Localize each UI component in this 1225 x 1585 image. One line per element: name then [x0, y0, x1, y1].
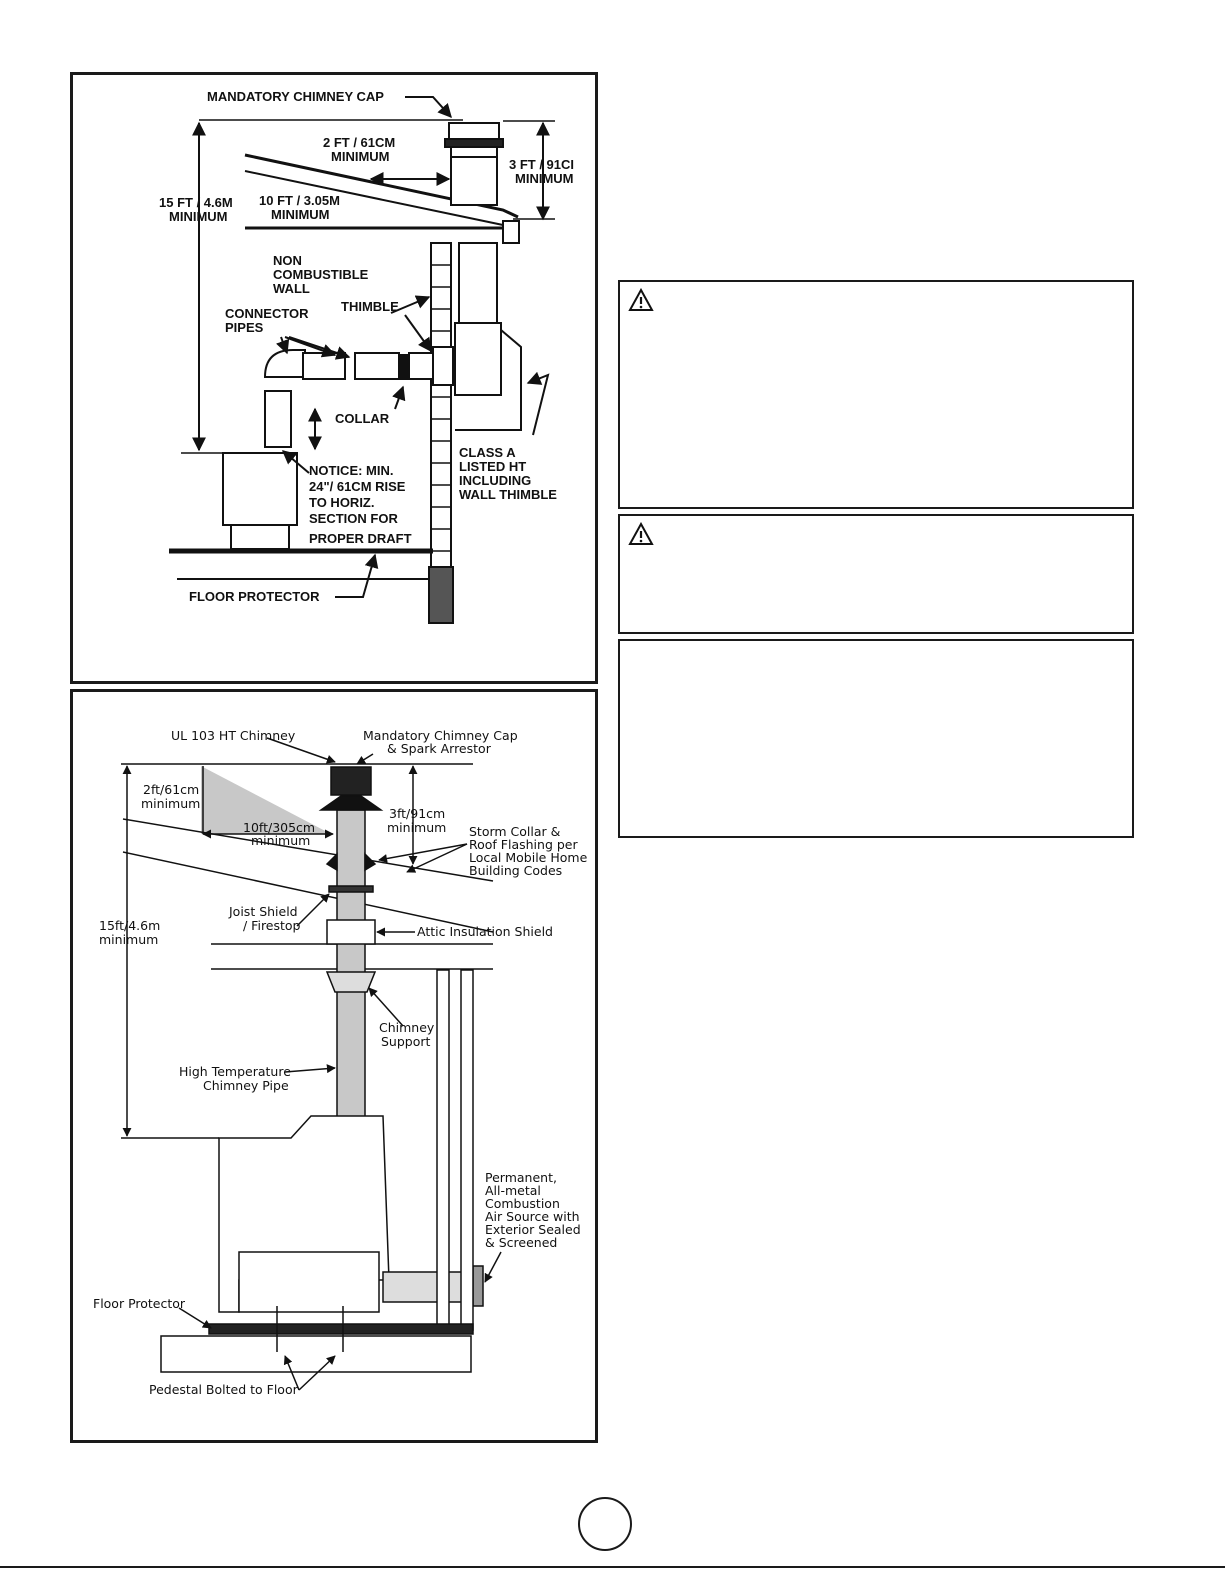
label-noncomb-b: COMBUSTIBLE	[273, 267, 369, 282]
label-3ft-b: minimum	[387, 820, 446, 835]
label-chimney-cap: MANDATORY CHIMNEY CAP	[207, 89, 384, 104]
label-noncomb-a: NON	[273, 253, 302, 268]
label-10ft-a: 10 FT / 3.05M	[259, 193, 340, 208]
label-ul-chimney: UL 103 HT Chimney	[171, 728, 296, 743]
label-15ft-a: 15ft/4.6m	[99, 918, 160, 933]
label-notice-e: PROPER DRAFT	[309, 531, 412, 546]
label-storm-c: Local Mobile Home	[469, 850, 588, 865]
label-notice-a: NOTICE: MIN.	[309, 463, 394, 478]
chimney-through-wall-diagram: MANDATORY CHIMNEY CAP 2 FT / 61CM MINIMU…	[70, 72, 598, 684]
label-3ft-a: 3ft/91cm	[389, 806, 445, 821]
label-2ft-a: 2ft/61cm	[143, 782, 199, 797]
label-10ft-b: MINIMUM	[271, 207, 330, 222]
label-class-b: LISTED HT	[459, 459, 526, 474]
label-noncomb-c: WALL	[273, 281, 310, 296]
label-air-a: Permanent,	[485, 1170, 557, 1185]
label-pedestal: Pedestal Bolted to Floor	[149, 1382, 299, 1397]
label-class-d: WALL THIMBLE	[459, 487, 557, 502]
label-15ft-b: minimum	[99, 932, 158, 947]
label-htpipe-b: Chimney Pipe	[203, 1078, 289, 1093]
label-cap-a: Mandatory Chimney Cap	[363, 728, 518, 743]
label-2ft-a: 2 FT / 61CM	[323, 135, 395, 150]
label-storm-b: Roof Flashing per	[469, 837, 578, 852]
label-air-d: Air Source with	[485, 1209, 580, 1224]
label-support-a: Chimney	[379, 1020, 435, 1035]
label-15ft-a: 15 FT / 4.6M	[159, 195, 233, 210]
label-floor-protector-b: Floor Protector	[93, 1296, 186, 1311]
label-2ft-b: MINIMUM	[331, 149, 390, 164]
label-connector-a: CONNECTOR	[225, 306, 309, 321]
label-support-b: Support	[381, 1034, 431, 1049]
label-storm-d: Building Codes	[469, 863, 562, 878]
label-connector-b: PIPES	[225, 320, 264, 335]
note-box	[618, 639, 1134, 838]
label-collar: COLLAR	[335, 411, 390, 426]
top-diagram-svg: MANDATORY CHIMNEY CAP 2 FT / 61CM MINIMU…	[159, 89, 574, 624]
label-air-c: Combustion	[485, 1196, 560, 1211]
label-air-b: All-metal	[485, 1183, 541, 1198]
label-floor-protector: FLOOR PROTECTOR	[189, 589, 320, 604]
label-attic: Attic Insulation Shield	[417, 924, 553, 939]
label-notice-c: TO HORIZ.	[309, 495, 374, 510]
label-cap-b: & Spark Arrestor	[387, 741, 492, 756]
label-3ft-a: 3 FT / 91CI	[509, 157, 574, 172]
label-3ft-b: MINIMUM	[515, 171, 574, 186]
footer-rule	[0, 1566, 1225, 1568]
label-15ft-b: MINIMUM	[169, 209, 228, 224]
label-notice-d: SECTION FOR	[309, 511, 398, 526]
label-class-a: CLASS A	[459, 445, 516, 460]
page-number-badge	[578, 1497, 632, 1551]
warning-box-2	[618, 514, 1134, 634]
label-htpipe-a: High Temperature	[179, 1064, 291, 1079]
label-joist-a: Joist Shield	[228, 904, 298, 919]
label-air-e: Exterior Sealed	[485, 1222, 581, 1237]
label-thimble: THIMBLE	[341, 299, 399, 314]
label-air-f: & Screened	[485, 1235, 557, 1250]
bottom-diagram-svg: UL 103 HT Chimney Mandatory Chimney Cap …	[93, 728, 588, 1397]
warning-triangle-icon	[628, 522, 654, 545]
warning-box-1	[618, 280, 1134, 509]
mobile-home-chimney-diagram: UL 103 HT Chimney Mandatory Chimney Cap …	[70, 689, 598, 1443]
label-10ft-b: minimum	[251, 833, 310, 848]
label-class-c: INCLUDING	[459, 473, 531, 488]
label-joist-b: / Firestop	[243, 918, 301, 933]
label-2ft-b: minimum	[141, 796, 200, 811]
label-notice-b: 24"/ 61CM RISE	[309, 479, 406, 494]
label-10ft-a: 10ft/305cm	[243, 820, 315, 835]
label-storm-a: Storm Collar &	[469, 824, 561, 839]
warning-triangle-icon	[628, 288, 654, 311]
